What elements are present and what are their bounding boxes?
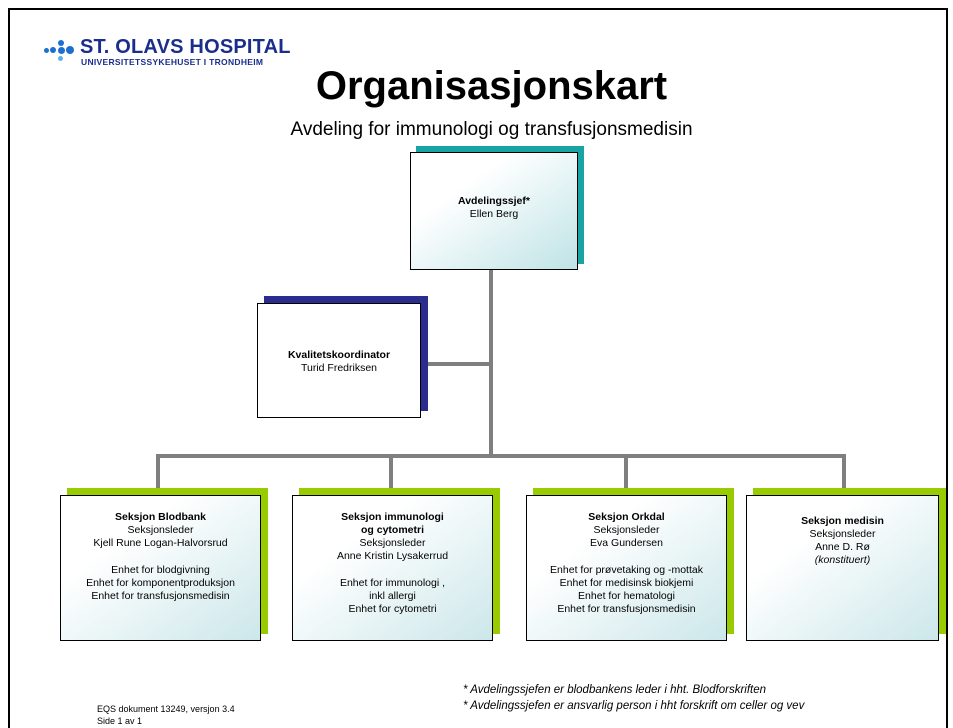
- section-box-blodbank: Seksjon Blodbank Seksjonsleder Kjell Run…: [60, 495, 261, 641]
- section-unit: inkl allergi: [369, 590, 416, 602]
- section-leader-name: Eva Gundersen: [590, 537, 663, 549]
- section-title: Seksjon Orkdal: [588, 511, 665, 523]
- quality-role: Kvalitetskoordinator: [287, 349, 391, 361]
- connector-drop-3: [624, 454, 628, 492]
- connector-drop-1: [156, 454, 160, 492]
- connector-trunk: [489, 270, 493, 456]
- section-box-orkdal: Seksjon Orkdal Seksjonsleder Eva Gunders…: [526, 495, 727, 641]
- connector-drop-4: [842, 454, 846, 492]
- section-unit: Enhet for blodgivning: [111, 564, 210, 576]
- page-frame: [8, 8, 948, 728]
- section-title-line2: og cytometri: [360, 524, 424, 536]
- page-title: Organisasjonskart: [315, 64, 668, 108]
- head-role: Avdelingssjef*: [458, 195, 530, 207]
- section-leader-name: Anne D. Rø: [815, 541, 870, 553]
- section-leader-name: Kjell Rune Logan-Halvorsrud: [93, 537, 228, 549]
- connector-quality: [413, 362, 491, 366]
- section-unit: Enhet for transfusjonsmedisin: [557, 603, 696, 615]
- section-unit: Enhet for cytometri: [348, 603, 437, 615]
- section-box-immunologi: Seksjon immunologi og cytometri Seksjons…: [292, 495, 493, 641]
- section-title: Seksjon medisin: [801, 515, 884, 527]
- connector-horizontal: [156, 454, 846, 458]
- footer-page: Side 1 av 1: [97, 716, 143, 726]
- section-title: Seksjon Blodbank: [114, 511, 207, 523]
- section-unit: Enhet for immunologi ,: [339, 577, 446, 589]
- section-leader-role: Seksjonsleder: [809, 528, 876, 540]
- footnote: * Avdelingssjefen er ansvarlig person i …: [463, 700, 805, 712]
- footer-doc: EQS dokument 13249, versjon 3.4: [97, 704, 235, 714]
- section-box-medisin: Seksjon medisin Seksjonsleder Anne D. Rø…: [746, 495, 939, 641]
- footnote: * Avdelingssjefen er blodbankens leder i…: [463, 684, 767, 696]
- page-subtitle: Avdeling for immunologi og transfusjonsm…: [290, 119, 693, 140]
- section-unit: Enhet for transfusjonsmedisin: [91, 590, 230, 602]
- section-unit: Enhet for medisinsk biokjemi: [559, 577, 694, 589]
- section-note: (konstituert): [814, 554, 871, 566]
- logo-name: ST. OLAVS HOSPITAL: [80, 36, 291, 58]
- section-unit: Enhet for komponentproduksjon: [86, 577, 235, 589]
- section-title: Seksjon immunologi: [341, 511, 444, 523]
- section-leader-name: Anne Kristin Lysakerrud: [336, 550, 449, 562]
- head-name: Ellen Berg: [469, 208, 519, 220]
- section-leader-role: Seksjonsleder: [359, 537, 426, 549]
- quality-name: Turid Fredriksen: [300, 362, 378, 374]
- head-box: Avdelingssjef* Ellen Berg: [410, 152, 578, 270]
- section-leader-role: Seksjonsleder: [127, 524, 194, 536]
- section-unit: Enhet for hematologi: [578, 590, 675, 602]
- quality-box: Kvalitetskoordinator Turid Fredriksen: [257, 303, 421, 418]
- logo-subtitle: UNIVERSITETSSYKEHUSET I TRONDHEIM: [81, 57, 264, 67]
- section-leader-role: Seksjonsleder: [593, 524, 660, 536]
- logo-dots-icon: [44, 40, 74, 72]
- section-unit: Enhet for prøvetaking og -mottak: [550, 564, 703, 576]
- connector-drop-2: [389, 454, 393, 492]
